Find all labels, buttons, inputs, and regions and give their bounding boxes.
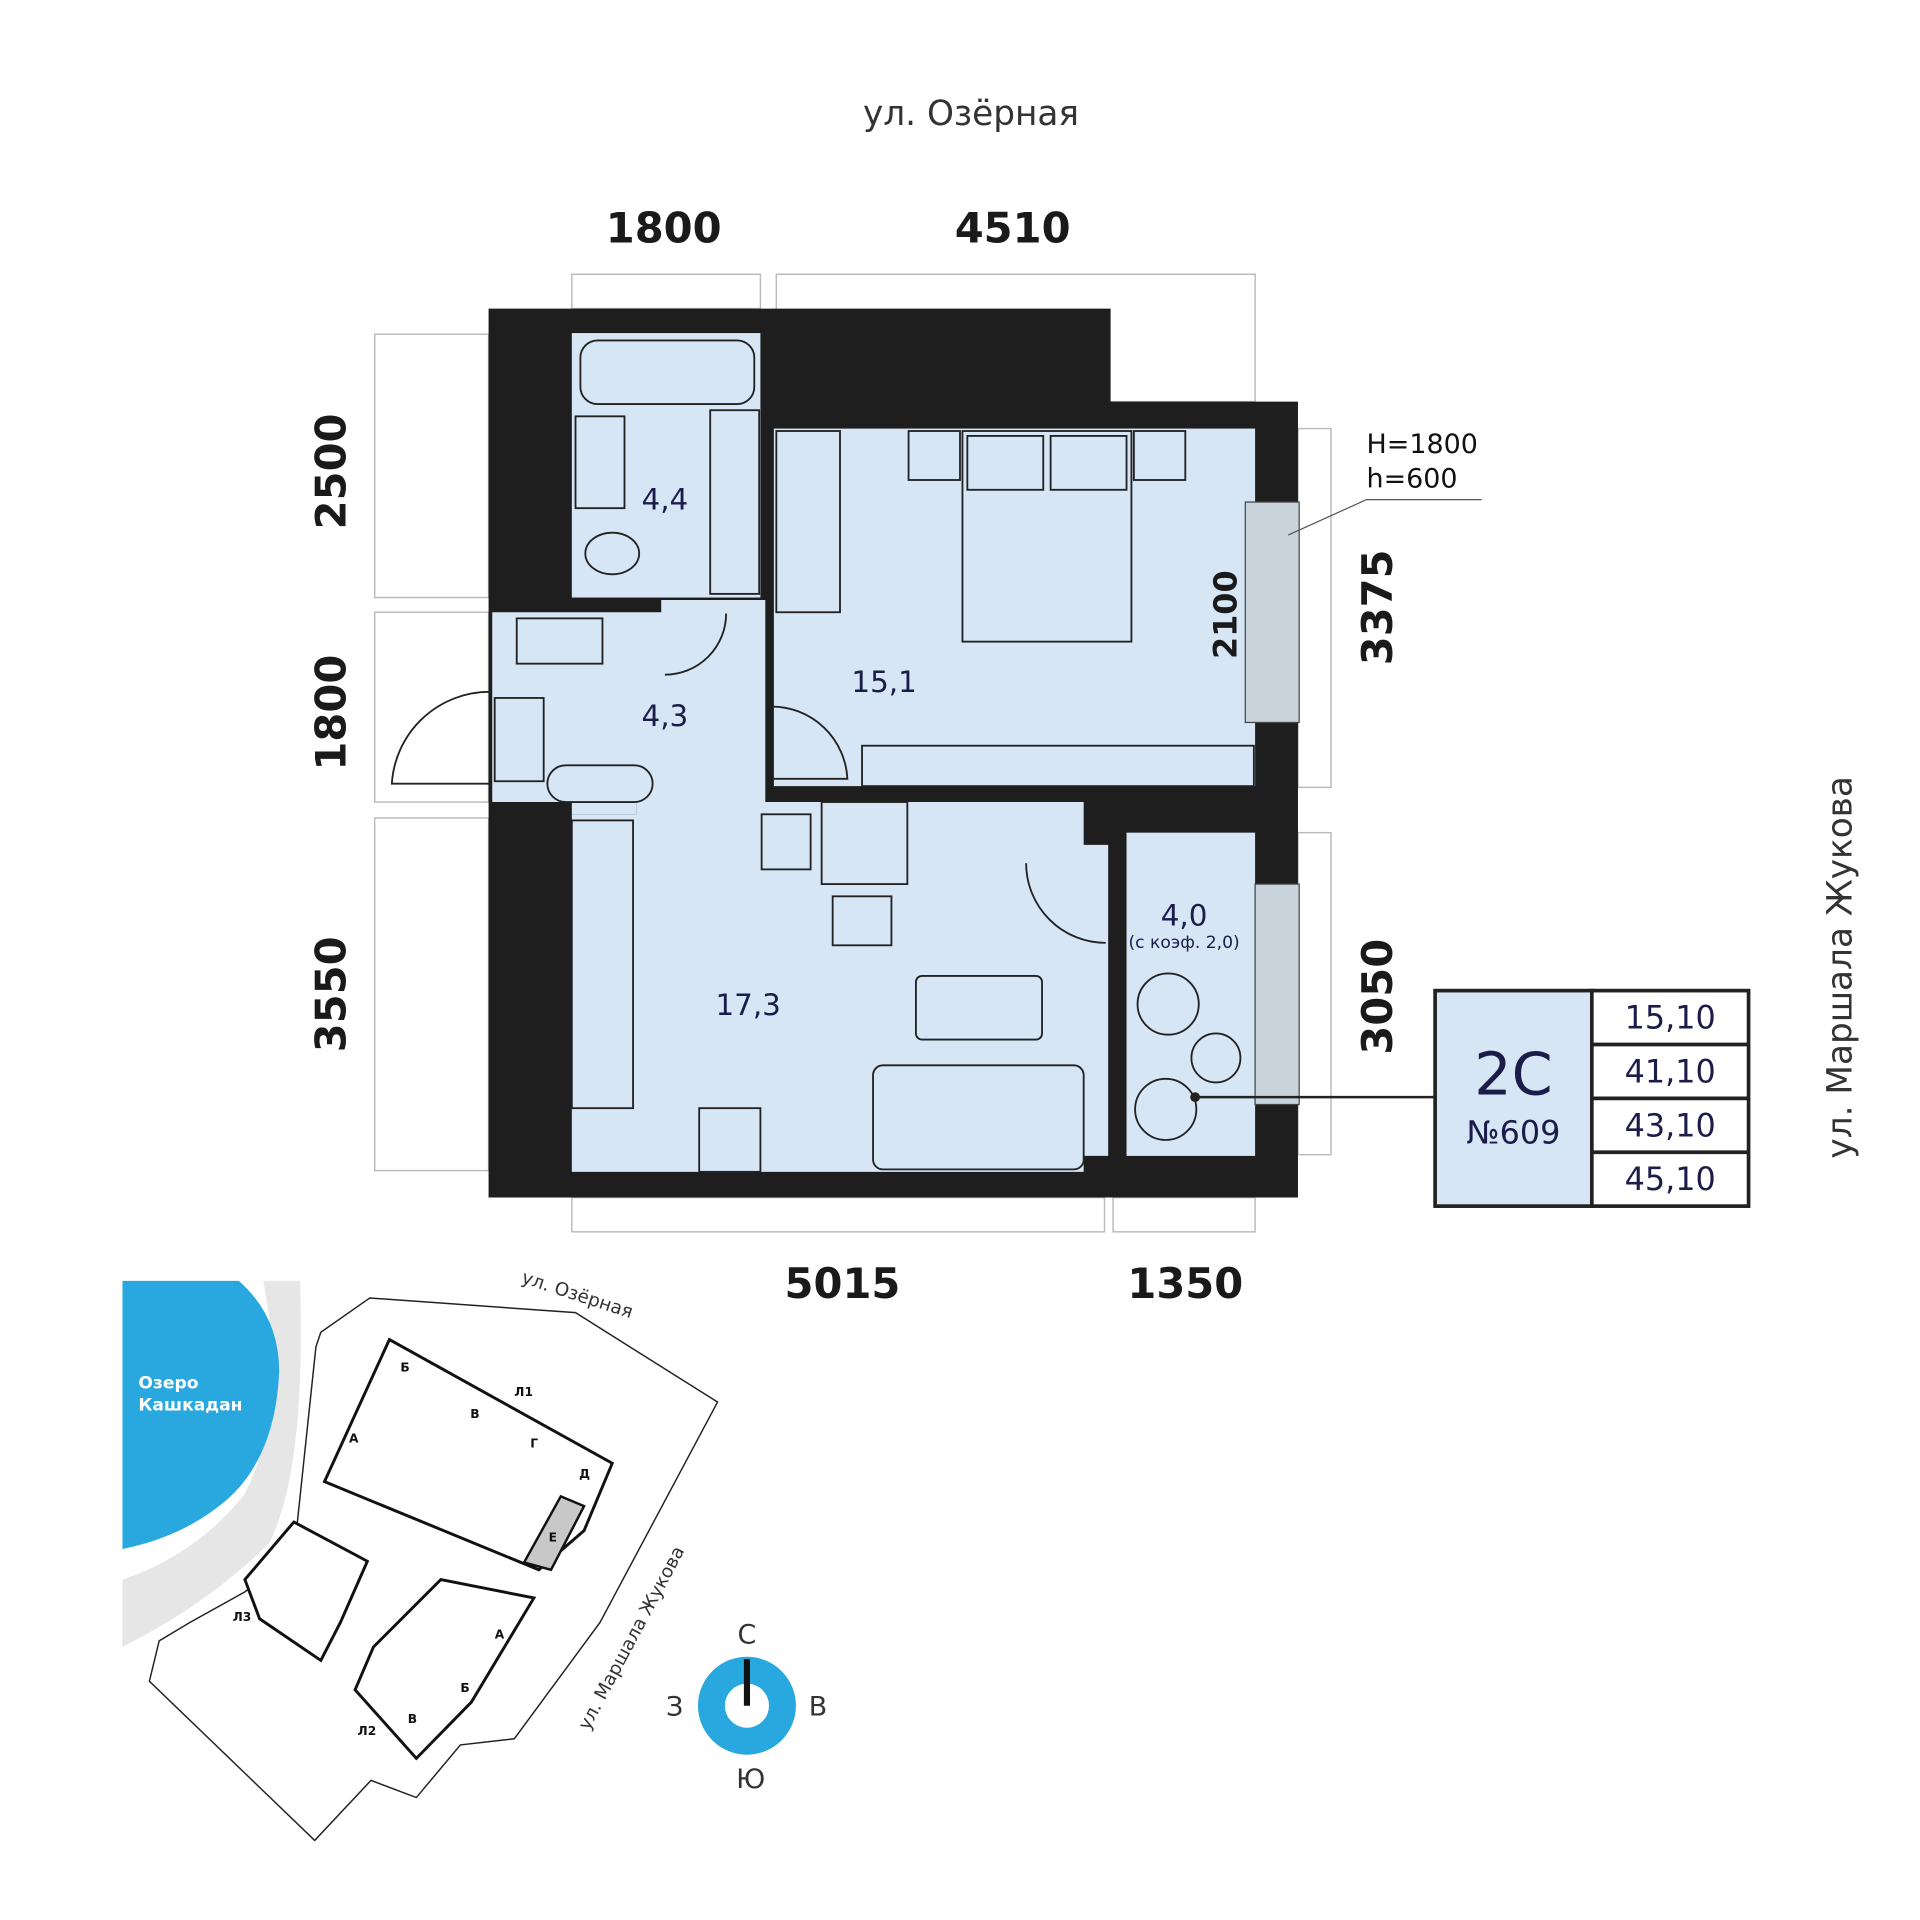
stove [698,1107,762,1173]
l2-section-b: Б [460,1681,469,1695]
nightstand [907,430,961,481]
closet [493,697,545,783]
kitchen-living [571,802,1109,1172]
bedroom [773,428,1256,787]
sofa [872,1064,1085,1171]
bath-door [664,613,728,676]
lake-name-2: Кашкадан [138,1396,242,1416]
compass-east: В [809,1692,827,1723]
entry-door [390,690,490,785]
l1-section-b: Б [400,1360,409,1374]
street-top-label: ул. Озёрная [863,94,1079,134]
tv-stand [861,744,1255,788]
bench [546,764,654,803]
rooms [492,333,1256,1172]
side-table [1190,1032,1242,1084]
window-dimension: 2100 [1207,570,1245,659]
apartment-info-table [1433,988,1751,1208]
compass-west: З [666,1692,683,1723]
chair [831,895,893,947]
site-plan [122,1280,719,1842]
washer [709,409,761,595]
room-area-bathroom: 4,4 [642,482,689,516]
toilet [584,531,641,576]
bathroom [571,333,761,598]
shoe-rack [515,617,604,665]
dim-bottom-2: 1350 [1127,1259,1243,1308]
lake [122,1280,280,1549]
balcony-door [1025,863,1106,944]
compass-north: С [738,1619,757,1650]
dim-left-3: 3550 [306,936,355,1052]
area-value-2: 41,10 [1625,1052,1716,1090]
bedroom-door [771,705,849,780]
chair [760,813,812,871]
room-area-hallway: 4,3 [642,699,689,733]
area-value-3: 43,10 [1625,1106,1716,1144]
armchair [1134,1077,1198,1141]
bedroom-window [1244,501,1300,724]
dim-bottom-1: 5015 [785,1259,901,1308]
sink [574,415,626,510]
bed [961,430,1133,643]
building-l3-label: Л3 [233,1610,252,1624]
l1-section-a: А [349,1431,359,1445]
wardrobe [775,430,841,614]
dim-top-2: 4510 [955,203,1071,252]
area-value-4: 45,10 [1625,1160,1716,1198]
hallway [492,600,766,815]
building-l2-label: Л2 [358,1724,377,1738]
l2-section-a: А [495,1627,505,1641]
lake-name-1: Озеро [138,1374,198,1394]
balcony [1126,832,1256,1156]
area-value-1: 15,10 [1625,999,1716,1037]
armchair [1136,972,1200,1036]
window-height-h: h=600 [1367,463,1458,494]
coffee-table [915,975,1043,1041]
l2-section-v: В [408,1712,417,1726]
leader-dot [1190,1092,1200,1103]
l1-section-d: Д [579,1467,590,1481]
dim-right-1: 3375 [1353,549,1402,665]
furniture [493,339,1255,1173]
kitchen-counter [570,819,634,1110]
balcony-coefficient: (с коэф. 2,0) [1128,933,1239,953]
balcony-window [1254,883,1300,1106]
street-right-label: ул. Маршала Жукова [1820,776,1860,1158]
dim-left-2: 1800 [306,655,355,771]
compass [697,1656,796,1755]
dim-top-1: 1800 [606,203,722,252]
apartment-number: №609 [1467,1114,1561,1152]
l1-section-e: Е [549,1531,557,1545]
compass-south: Ю [736,1764,765,1795]
room-area-balcony: 4,0 [1161,899,1208,933]
l1-section-v: В [470,1407,479,1421]
room-area-bedroom: 15,1 [851,665,916,699]
l1-section-g: Г [530,1436,538,1450]
window-note-leader [1287,498,1482,536]
nightstand [1132,430,1187,481]
window-height-H: H=1800 [1367,429,1478,460]
site-street-top: ул. Озёрная [519,1267,636,1323]
dim-left-1: 2500 [306,413,355,529]
bathtub [579,339,756,405]
room-area-kitchen-living: 17,3 [715,988,780,1022]
apartment-type: 2С [1474,1040,1552,1109]
building-l1-label: Л1 [514,1385,533,1399]
dining-table [820,801,909,885]
dim-right-2: 3050 [1353,939,1402,1055]
